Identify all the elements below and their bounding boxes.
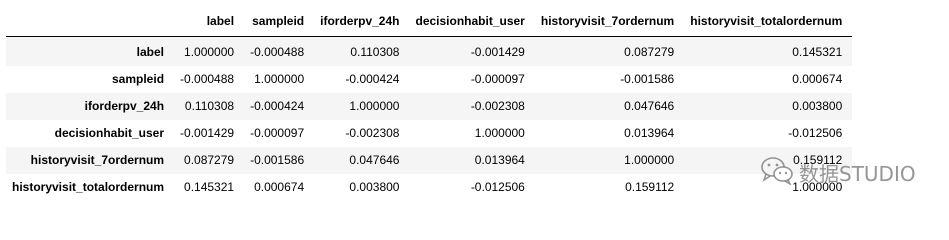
- column-header-historyvisit-7ordernum: historyvisit_7ordernum: [534, 7, 685, 37]
- row-index: label: [136, 45, 165, 59]
- table-row: sampleid -0.000488 1.000000 -0.000424 -0…: [6, 66, 853, 93]
- table-cell: 0.013964: [624, 126, 675, 140]
- table-cell: 0.003800: [792, 99, 843, 113]
- table-cell: -0.000424: [250, 99, 305, 113]
- column-header-iforderpv-24h: iforderpv_24h: [314, 7, 410, 37]
- table-row: decisionhabit_user -0.001429 -0.000097 -…: [6, 120, 853, 147]
- table-cell: 0.159112: [625, 180, 675, 194]
- table-cell: -0.000424: [345, 72, 400, 86]
- table-cell: 1.000000: [254, 72, 305, 86]
- table-row: historyvisit_7ordernum 0.087279 -0.00158…: [6, 147, 853, 174]
- table-cell: -0.000488: [250, 45, 305, 59]
- correlation-table: label sampleid iforderpv_24h decisionhab…: [6, 7, 853, 201]
- table-cell: -0.001429: [180, 126, 235, 140]
- column-header-sampleid: sampleid: [244, 7, 315, 37]
- row-index: decisionhabit_user: [54, 126, 165, 140]
- table-cell: 0.013964: [474, 153, 525, 167]
- table-cell: -0.000097: [470, 72, 525, 86]
- index-header: [6, 7, 175, 37]
- table-cell: 1.000000: [184, 45, 235, 59]
- table-cell: 0.087279: [624, 45, 675, 59]
- row-index: historyvisit_7ordernum: [30, 153, 165, 167]
- table-cell: 0.110308: [184, 99, 235, 113]
- header-row: label sampleid iforderpv_24h decisionhab…: [6, 7, 853, 37]
- table-cell: -0.012506: [470, 180, 525, 194]
- table-cell: 0.159112: [793, 153, 843, 167]
- row-index: historyvisit_totalordernum: [12, 180, 165, 194]
- table-cell: 0.145321: [792, 45, 843, 59]
- table-cell: -0.000488: [180, 72, 235, 86]
- table-cell: -0.001429: [470, 45, 525, 59]
- table-cell: -0.001586: [250, 153, 305, 167]
- table-cell: 0.047646: [349, 153, 400, 167]
- table-cell: 0.047646: [624, 99, 675, 113]
- table-cell: 0.110308: [350, 45, 400, 59]
- table-row: historyvisit_totalordernum 0.145321 0.00…: [6, 174, 853, 201]
- table-row: label 1.000000 -0.000488 0.110308 -0.001…: [6, 36, 853, 66]
- table-cell: 0.000674: [792, 72, 843, 86]
- row-index: sampleid: [112, 72, 165, 86]
- table-header: label sampleid iforderpv_24h decisionhab…: [6, 7, 853, 37]
- table-cell: 1.000000: [624, 153, 675, 167]
- table-cell: 0.087279: [184, 153, 235, 167]
- table-body: label 1.000000 -0.000488 0.110308 -0.001…: [6, 36, 853, 201]
- table-cell: 0.003800: [349, 180, 400, 194]
- table-cell: 0.000674: [254, 180, 305, 194]
- table-cell: -0.001586: [620, 72, 675, 86]
- table-cell: 0.145321: [184, 180, 235, 194]
- column-header-historyvisit-totalordernum: historyvisit_totalordernum: [684, 7, 853, 37]
- column-header-decisionhabit-user: decisionhabit_user: [409, 7, 535, 37]
- table-row: iforderpv_24h 0.110308 -0.000424 1.00000…: [6, 93, 853, 120]
- table-cell: 1.000000: [792, 180, 843, 194]
- column-header-label: label: [174, 7, 245, 37]
- table-cell: 1.000000: [349, 99, 400, 113]
- table-cell: -0.000097: [250, 126, 305, 140]
- row-index: iforderpv_24h: [84, 99, 165, 113]
- table-cell: -0.012506: [788, 126, 843, 140]
- table-cell: -0.002308: [345, 126, 400, 140]
- table-cell: -0.002308: [470, 99, 525, 113]
- table-cell: 1.000000: [474, 126, 525, 140]
